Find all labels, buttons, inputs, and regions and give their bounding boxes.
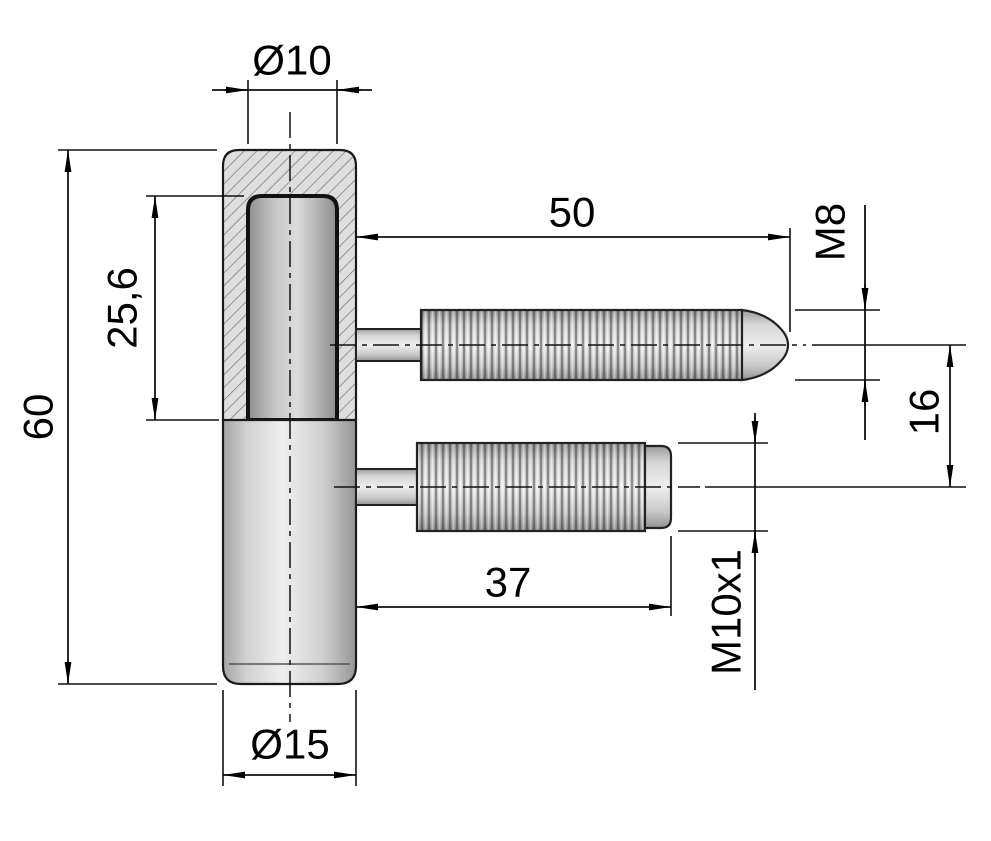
centerlines bbox=[289, 112, 806, 722]
dim-stud-spacing-label: 16 bbox=[901, 389, 948, 436]
dim-upper-stud-length: 50 bbox=[356, 189, 791, 332]
dim-lower-stud-thread: M10x1 bbox=[678, 413, 768, 690]
dim-upper-stud-thread-label: M8 bbox=[807, 203, 854, 261]
dim-lower-stud-length-label: 37 bbox=[485, 559, 532, 606]
dim-lower-stud-length: 37 bbox=[356, 536, 672, 616]
dim-body-diameter-label: Ø15 bbox=[250, 721, 329, 768]
dim-body-diameter: Ø15 bbox=[222, 690, 357, 786]
hinge-sleeve-outline bbox=[221, 148, 358, 420]
dim-upper-stud-thread: M8 bbox=[795, 203, 880, 440]
hinge-pin bbox=[246, 194, 339, 422]
dim-upper-stud-length-label: 50 bbox=[549, 189, 596, 236]
dim-pin-diameter: Ø10 bbox=[212, 37, 372, 144]
dim-pin-depth: 25,6 bbox=[99, 195, 244, 421]
dim-stud-spacing: 16 bbox=[705, 344, 966, 488]
dim-lower-stud-thread-label: M10x1 bbox=[703, 549, 750, 675]
dim-total-height-label: 60 bbox=[15, 394, 62, 441]
dim-total-height: 60 bbox=[15, 149, 217, 685]
dim-pin-depth-label: 25,6 bbox=[99, 267, 146, 349]
hinge-sleeve-hatch bbox=[223, 150, 356, 420]
dim-pin-diameter-label: Ø10 bbox=[252, 37, 331, 84]
